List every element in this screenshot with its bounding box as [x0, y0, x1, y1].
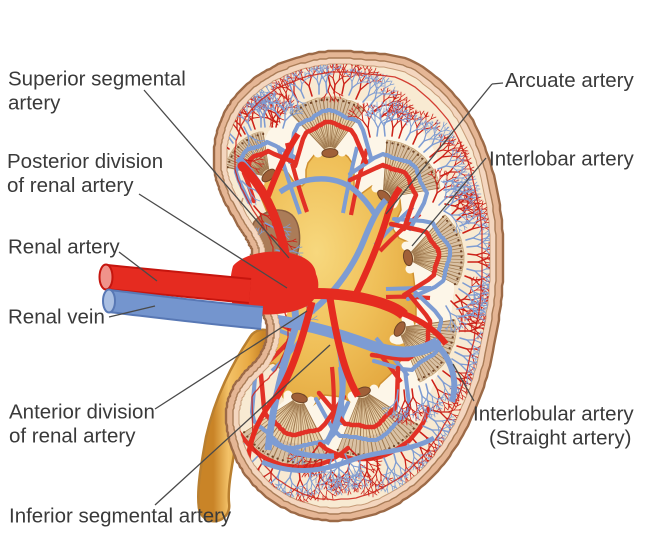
svg-text:Anterior division: Anterior division	[9, 401, 155, 424]
svg-text:Arcuate artery: Arcuate artery	[505, 69, 634, 92]
svg-text:Interlobular artery: Interlobular artery	[473, 403, 634, 426]
svg-text:of renal artery: of renal artery	[7, 174, 134, 197]
svg-text:Superior segmental: Superior segmental	[8, 68, 186, 91]
svg-text:artery: artery	[8, 92, 61, 115]
svg-text:Renal artery: Renal artery	[8, 236, 120, 259]
svg-text:Interlobar artery: Interlobar artery	[489, 148, 634, 171]
svg-text:(Straight artery): (Straight artery)	[489, 427, 631, 450]
svg-text:Renal vein: Renal vein	[8, 306, 105, 329]
svg-text:Inferior segmental artery: Inferior segmental artery	[9, 505, 232, 528]
svg-text:Posterior division: Posterior division	[7, 150, 163, 173]
svg-text:of renal artery: of renal artery	[9, 425, 136, 448]
